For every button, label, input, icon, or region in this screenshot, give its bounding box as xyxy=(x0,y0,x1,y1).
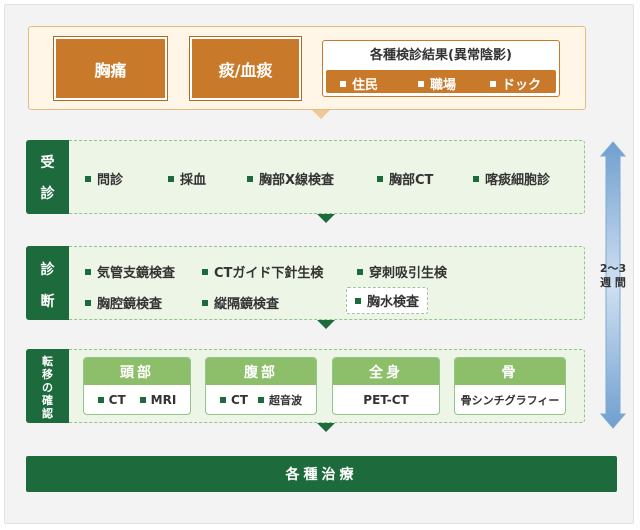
bullet-icon xyxy=(202,299,208,306)
card-item: MRI xyxy=(139,393,176,407)
bullet-icon xyxy=(139,396,146,403)
card-title: 全身 xyxy=(333,358,439,385)
stage-consultation: 受 診 問診 採血 胸部X線検査 胸部CT 喀痰細胞診 xyxy=(26,140,585,214)
screening-results-bar: 住民 職場 ドック xyxy=(326,70,556,93)
item-pleural-effusion-test: 胸水検査 xyxy=(346,287,429,314)
arrow-down-icon xyxy=(317,320,335,329)
item-chest-ct: 胸部CT xyxy=(377,169,433,188)
arrow-down-icon xyxy=(317,423,335,432)
item-thoracoscopy: 胸腔鏡検査 xyxy=(85,293,162,312)
result-item-dock: ドック xyxy=(490,74,541,93)
bullet-icon xyxy=(97,396,104,403)
bullet-icon xyxy=(473,175,479,182)
bullet-icon xyxy=(418,80,424,87)
stage-label-metastasis: 転 移 の 確 認 xyxy=(26,349,69,423)
result-item-resident: 住民 xyxy=(340,74,378,93)
bullet-icon xyxy=(220,396,226,403)
bullet-icon xyxy=(202,268,208,275)
card-whole-body: 全身 PET-CT xyxy=(332,357,440,415)
card-abdomen: 腹部 CT 超音波 xyxy=(205,357,317,415)
item-interview: 問診 xyxy=(85,169,123,188)
bullet-icon xyxy=(247,175,253,182)
card-text: 骨シンチグラフィー xyxy=(460,393,560,407)
card-head-region: 頭部 CT MRI xyxy=(83,357,191,415)
item-ct-guided-biopsy: CTガイド下針生検 xyxy=(202,262,323,281)
item-aspiration-biopsy: 穿刺吸引生検 xyxy=(357,262,447,281)
card-title: 腹部 xyxy=(206,358,316,385)
bullet-icon xyxy=(490,80,496,87)
bullet-icon xyxy=(85,175,91,182)
screening-results-title: 各種検診結果(異常陰影) xyxy=(370,48,512,63)
treatment-bar: 各種治療 xyxy=(26,456,617,492)
item-sputum-cytology: 喀痰細胞診 xyxy=(473,169,550,188)
card-title: 頭部 xyxy=(84,358,190,385)
sputum-box: 痰/血痰 xyxy=(189,36,302,101)
item-blood-test: 採血 xyxy=(168,169,206,188)
bullet-icon xyxy=(340,80,346,87)
bullet-icon xyxy=(168,175,174,182)
stage-label-consultation: 受 診 xyxy=(26,140,69,214)
bullet-icon xyxy=(258,396,264,403)
screening-results-box: 各種検診結果(異常陰影) 住民 職場 ドック xyxy=(322,40,560,97)
item-mediastinoscopy: 縦隔鏡検査 xyxy=(202,293,279,312)
duration-label: 2〜3 週 間 xyxy=(599,262,627,289)
bullet-icon xyxy=(85,299,91,306)
card-item: CT xyxy=(220,393,248,407)
card-title: 骨 xyxy=(455,358,565,385)
bullet-icon xyxy=(355,297,361,304)
arrow-down-icon xyxy=(317,214,335,223)
chest-pain-box: 胸痛 xyxy=(53,36,168,101)
card-item: CT xyxy=(97,393,126,407)
card-item: 超音波 xyxy=(258,392,302,408)
bullet-icon xyxy=(85,268,91,275)
card-bone: 骨 骨シンチグラフィー xyxy=(454,357,566,415)
card-text: PET-CT xyxy=(363,392,409,407)
bullet-icon xyxy=(357,268,363,275)
stage-label-diagnosis: 診 断 xyxy=(26,246,69,320)
arrow-down-icon xyxy=(312,110,330,119)
stage-diagnosis: 診 断 気管支鏡検査 CTガイド下針生検 穿刺吸引生検 胸腔鏡検査 縦隔鏡検査 … xyxy=(26,246,585,320)
result-item-workplace: 職場 xyxy=(418,74,456,93)
item-chest-xray: 胸部X線検査 xyxy=(247,169,334,188)
duration-arrow-icon xyxy=(599,141,627,429)
item-bronchoscopy: 気管支鏡検査 xyxy=(85,262,175,281)
bullet-icon xyxy=(377,175,383,182)
